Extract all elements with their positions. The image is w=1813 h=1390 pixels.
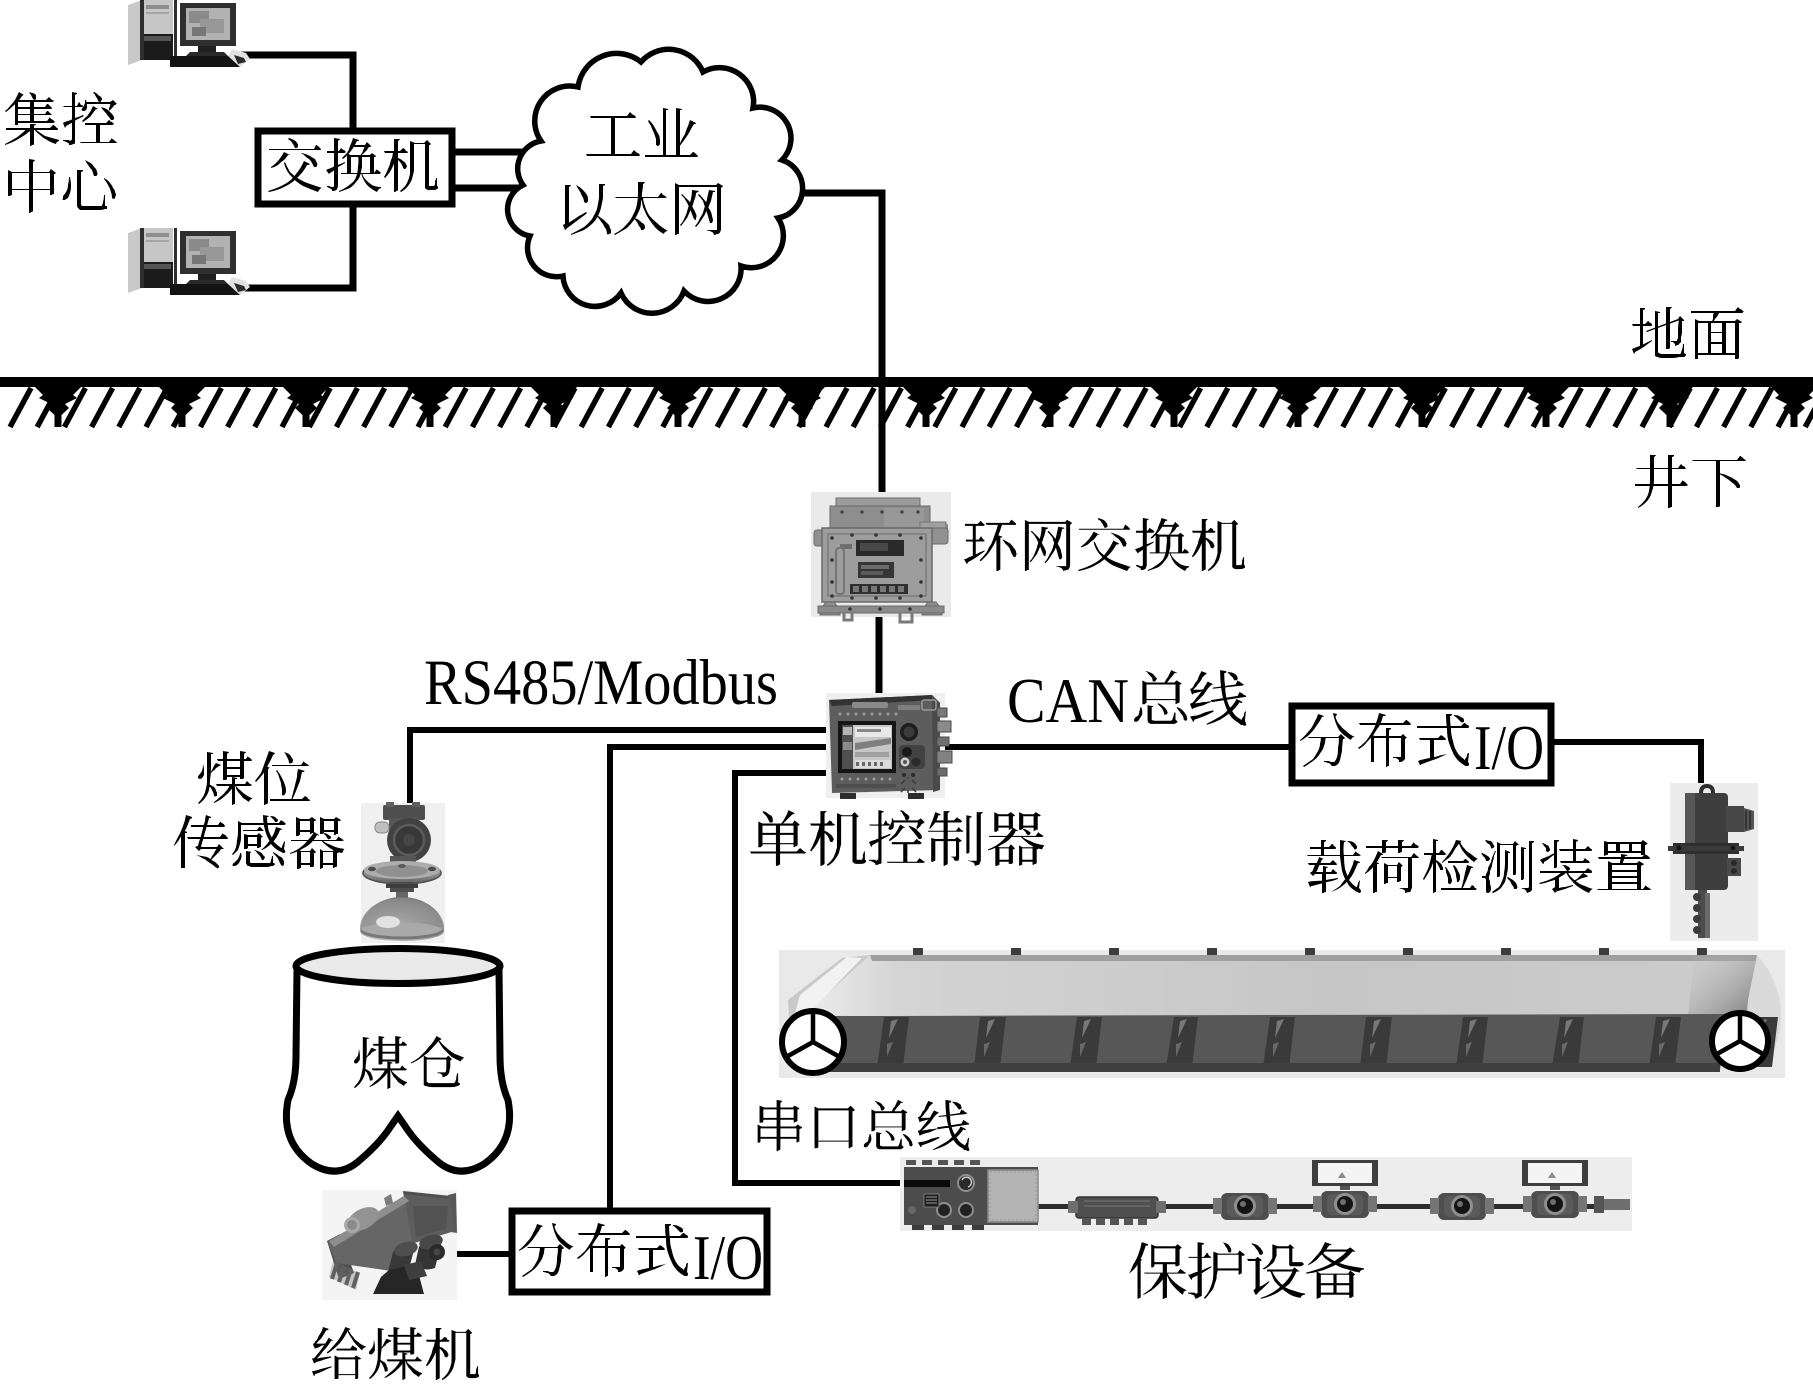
svg-text:I/O: I/O xyxy=(1474,712,1544,783)
svg-text:I/O: I/O xyxy=(693,1222,763,1293)
svg-text:RS485/Modbus: RS485/Modbus xyxy=(424,647,778,719)
svg-text:CAN: CAN xyxy=(1007,665,1129,736)
